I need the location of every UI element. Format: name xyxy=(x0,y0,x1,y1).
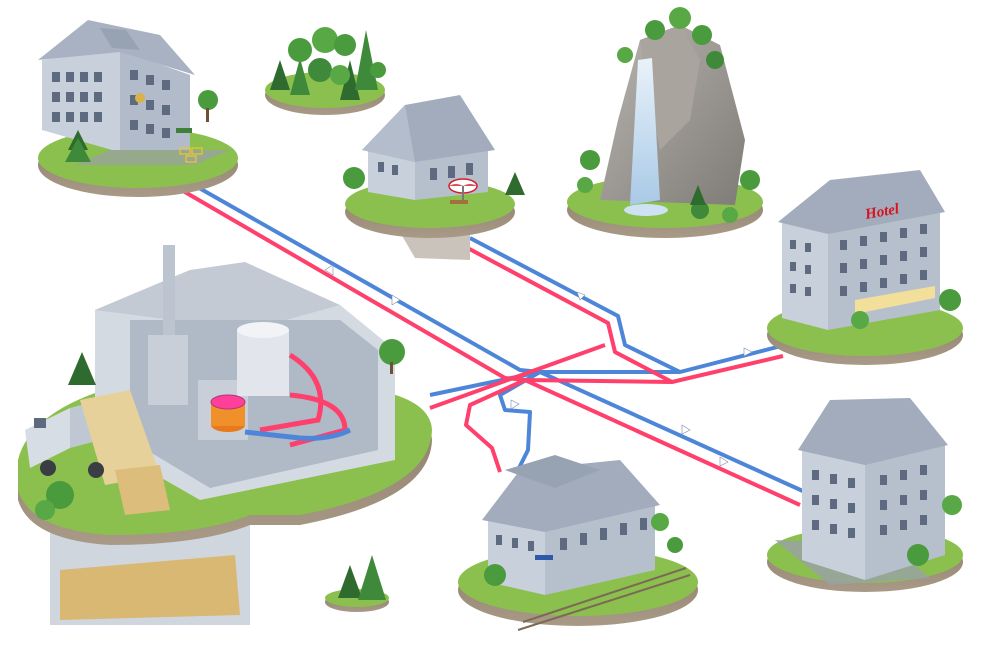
flow-arrow xyxy=(324,264,334,276)
plant-trees xyxy=(35,339,405,520)
school-playground-markings xyxy=(179,147,203,163)
hotel-sign: Hotel xyxy=(863,201,901,223)
picnic-table xyxy=(450,200,468,204)
house-island xyxy=(343,95,525,260)
supply-pipe-apartment xyxy=(524,378,801,507)
school-bench xyxy=(176,128,192,133)
hotel-awning xyxy=(855,286,935,314)
small-trees-island xyxy=(325,555,389,612)
plant-internal-pipes xyxy=(244,352,352,448)
hotel-trees xyxy=(851,289,961,329)
parasol xyxy=(448,178,478,204)
pipe-network xyxy=(176,178,806,507)
school-trees xyxy=(65,90,218,162)
flow-arrow xyxy=(719,456,729,467)
flow-arrow xyxy=(681,424,691,435)
house-trees xyxy=(343,167,525,195)
school-clock xyxy=(135,93,145,103)
boiler xyxy=(210,394,246,432)
dump-truck xyxy=(25,390,170,515)
school-island xyxy=(38,20,238,197)
waterfall xyxy=(630,58,660,205)
forest-trees xyxy=(270,27,386,100)
supply-pipe-plant xyxy=(429,343,606,410)
truck-bed xyxy=(80,390,160,485)
apartment-building xyxy=(798,398,948,580)
house-building xyxy=(362,95,495,200)
waterfall-island xyxy=(567,7,763,238)
mountain-trees xyxy=(577,7,760,223)
train-station-island xyxy=(458,455,698,631)
station-sign xyxy=(535,555,553,560)
station-trees xyxy=(484,513,683,586)
supply-pipe-school xyxy=(176,186,526,382)
school-building xyxy=(38,20,195,150)
return-pipe-apartment xyxy=(539,370,806,494)
flow-arrow xyxy=(576,291,586,301)
biomass-plant-island xyxy=(18,245,432,625)
flow-arrow xyxy=(510,399,520,410)
supply-pipe-house xyxy=(461,243,784,384)
hotel-island: Hotel xyxy=(767,170,963,365)
storage-tank xyxy=(237,330,289,396)
station-building xyxy=(482,455,660,595)
railway-track xyxy=(517,567,691,631)
forest-island xyxy=(265,27,386,115)
supply-pipe-hotel xyxy=(524,378,673,384)
chimney xyxy=(163,245,175,335)
apartment-island xyxy=(767,398,963,592)
return-pipe-house xyxy=(469,236,786,374)
supply-pipe-station xyxy=(464,378,526,473)
hotel-building: Hotel xyxy=(778,170,945,330)
apartment-trees xyxy=(907,495,962,566)
flow-arrows xyxy=(324,264,753,467)
plant-building xyxy=(95,245,395,500)
return-pipe-station xyxy=(498,370,541,471)
flow-arrow xyxy=(391,294,401,306)
flow-arrow xyxy=(743,347,753,357)
supply-pipes xyxy=(176,186,801,507)
